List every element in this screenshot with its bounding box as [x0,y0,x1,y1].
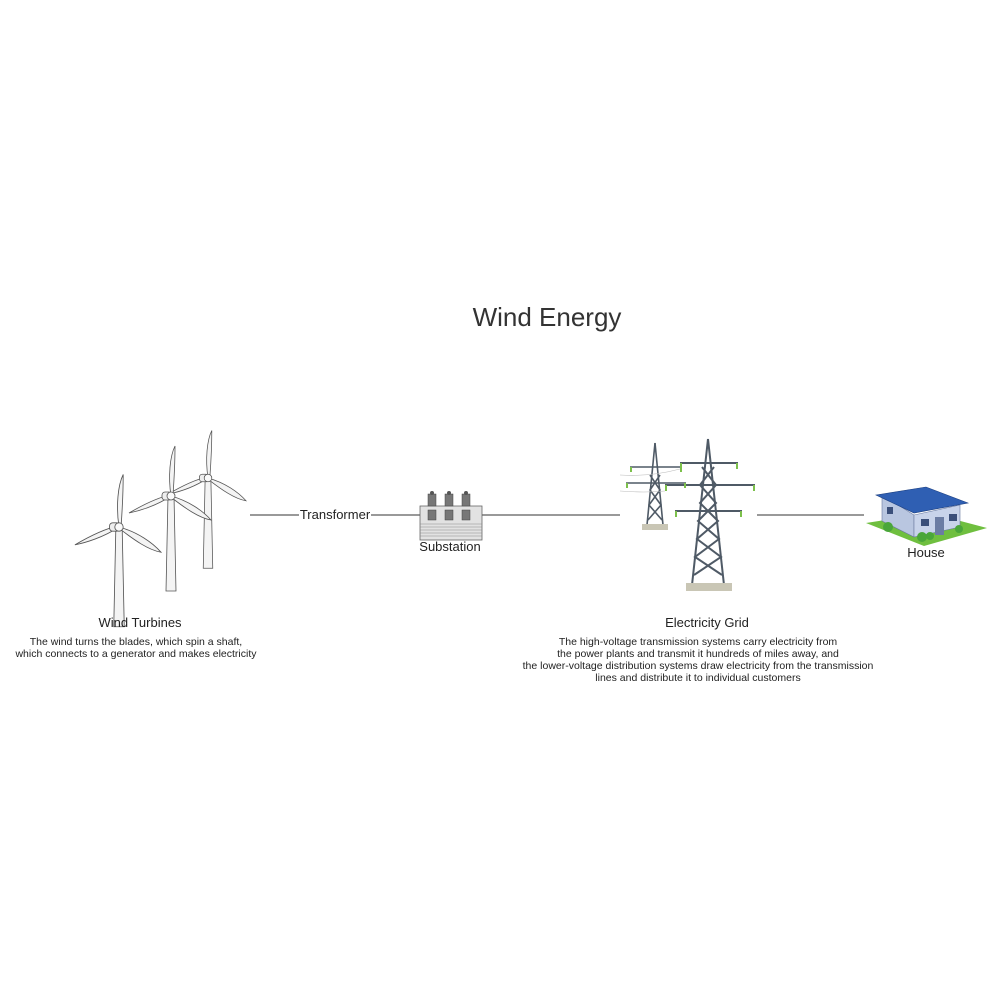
electricity-grid-label: Electricity Grid [665,615,749,630]
wind-turbines-description: The wind turns the blades, which spin a … [0,636,272,660]
electricity-grid-description-line: the power plants and transmit it hundred… [557,648,839,660]
diagram-title: Wind Energy [472,302,622,332]
substation-label: Substation [419,539,481,554]
substation-icon [419,491,483,541]
house-icon [866,486,987,546]
transformer-label: Transformer [299,507,371,522]
wind-turbines-description-line: which connects to a generator and makes … [15,648,257,660]
electricity-grid-description: The high-voltage transmission systems ca… [498,636,898,684]
wind-turbines-description-line: The wind turns the blades, which spin a … [29,636,243,648]
wind-turbines-label: Wind Turbines [98,615,182,630]
electricity-grid-description-line: the lower-voltage distribution systems d… [522,660,874,672]
electricity-grid-description-line: lines and distribute it to individual cu… [595,672,801,684]
electricity-grid-description-line: The high-voltage transmission systems ca… [558,636,838,648]
wind-turbines-icon [74,430,247,628]
house-label: House [907,545,945,560]
electricity-grid-icon [619,438,755,591]
